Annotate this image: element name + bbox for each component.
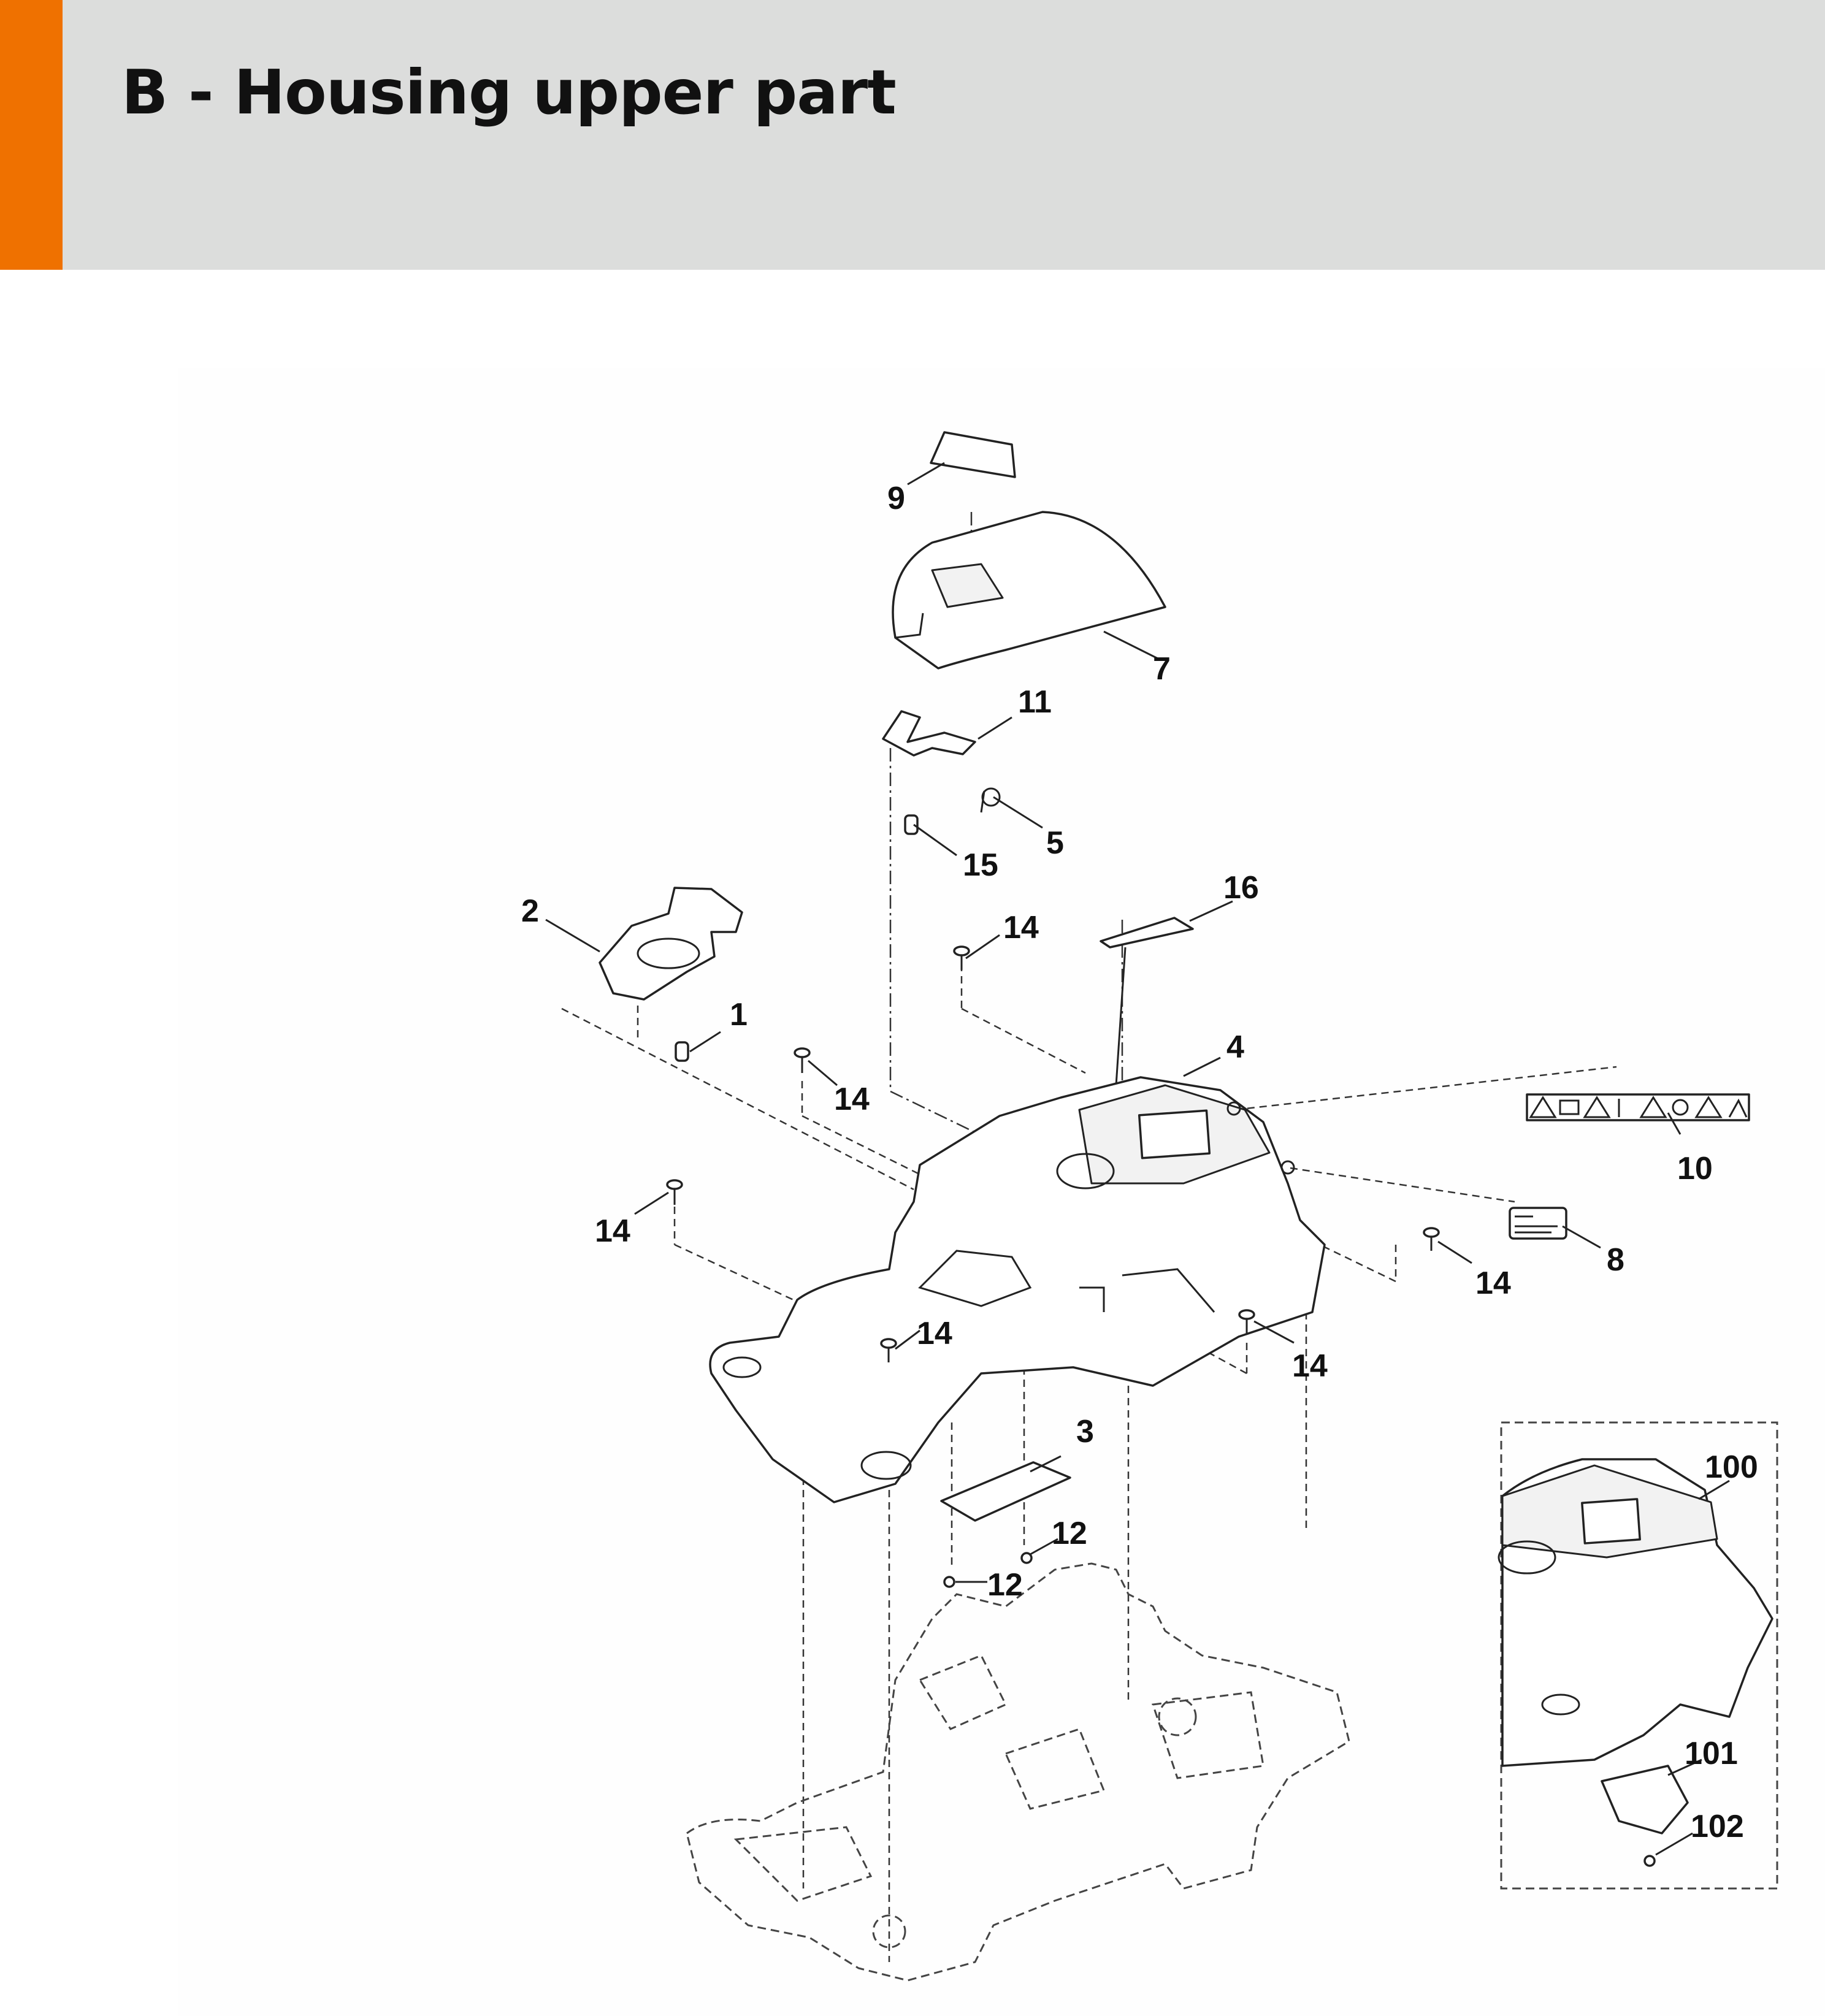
callout-7: 7 [1153, 651, 1171, 687]
screw-14 [1423, 1227, 1440, 1251]
callout-1: 1 [730, 997, 748, 1033]
callout-14: 14 [1003, 910, 1039, 945]
page-header: B - Housing upper part [0, 0, 1825, 270]
callout-10: 10 [1677, 1151, 1713, 1186]
callout-14: 14 [834, 1082, 870, 1117]
callout-12: 12 [987, 1567, 1023, 1603]
callout-14: 14 [917, 1316, 952, 1351]
part-10-warning-labels [1526, 1093, 1750, 1121]
part-16-tab [1100, 917, 1194, 1086]
screw-14 [880, 1338, 897, 1362]
screw-14 [666, 1179, 683, 1205]
callout-8: 8 [1607, 1242, 1624, 1278]
callout-labels: 9 7 11 5 15 16 14 2 1 14 4 10 14 8 14 14… [521, 481, 1758, 1844]
callout-leaders [545, 462, 1730, 1856]
callout-9: 9 [887, 481, 905, 516]
part-8-rating-plate [1509, 1207, 1567, 1240]
part-11-bracket [882, 710, 976, 757]
page-title: B - Housing upper part [121, 56, 897, 128]
callout-16: 16 [1223, 870, 1259, 906]
callout-100: 100 [1705, 1449, 1758, 1485]
callout-102: 102 [1691, 1809, 1744, 1844]
part-3-plate [940, 1461, 1071, 1522]
part-1-pin [675, 1041, 689, 1062]
callout-14: 14 [595, 1213, 630, 1249]
header-accent-bar [0, 0, 63, 270]
callout-14: 14 [1292, 1348, 1328, 1384]
inset-detail [1498, 1421, 1778, 1890]
part-7-top-cover [892, 511, 1166, 670]
part-5-spring [980, 787, 1001, 813]
callout-14: 14 [1475, 1266, 1511, 1301]
housing-lower-part-reference [686, 1562, 1350, 1982]
part-4-housing [709, 1076, 1326, 1503]
screw-14 [794, 1047, 811, 1073]
callout-4: 4 [1226, 1029, 1244, 1065]
part-2-plate [599, 887, 743, 1001]
part-15-pin [904, 814, 919, 835]
screw-14 [953, 945, 970, 970]
callout-2: 2 [521, 893, 539, 929]
callout-12: 12 [1052, 1516, 1087, 1551]
callout-11: 11 [1018, 684, 1052, 720]
part-9-label [930, 431, 1016, 478]
part-12-nuts [943, 1552, 1033, 1588]
callout-3: 3 [1076, 1414, 1094, 1449]
screw-14 [1238, 1309, 1255, 1334]
callout-101: 101 [1685, 1736, 1738, 1771]
callout-5: 5 [1046, 825, 1064, 861]
screws-14 [666, 945, 1440, 1362]
callout-15: 15 [963, 847, 998, 883]
